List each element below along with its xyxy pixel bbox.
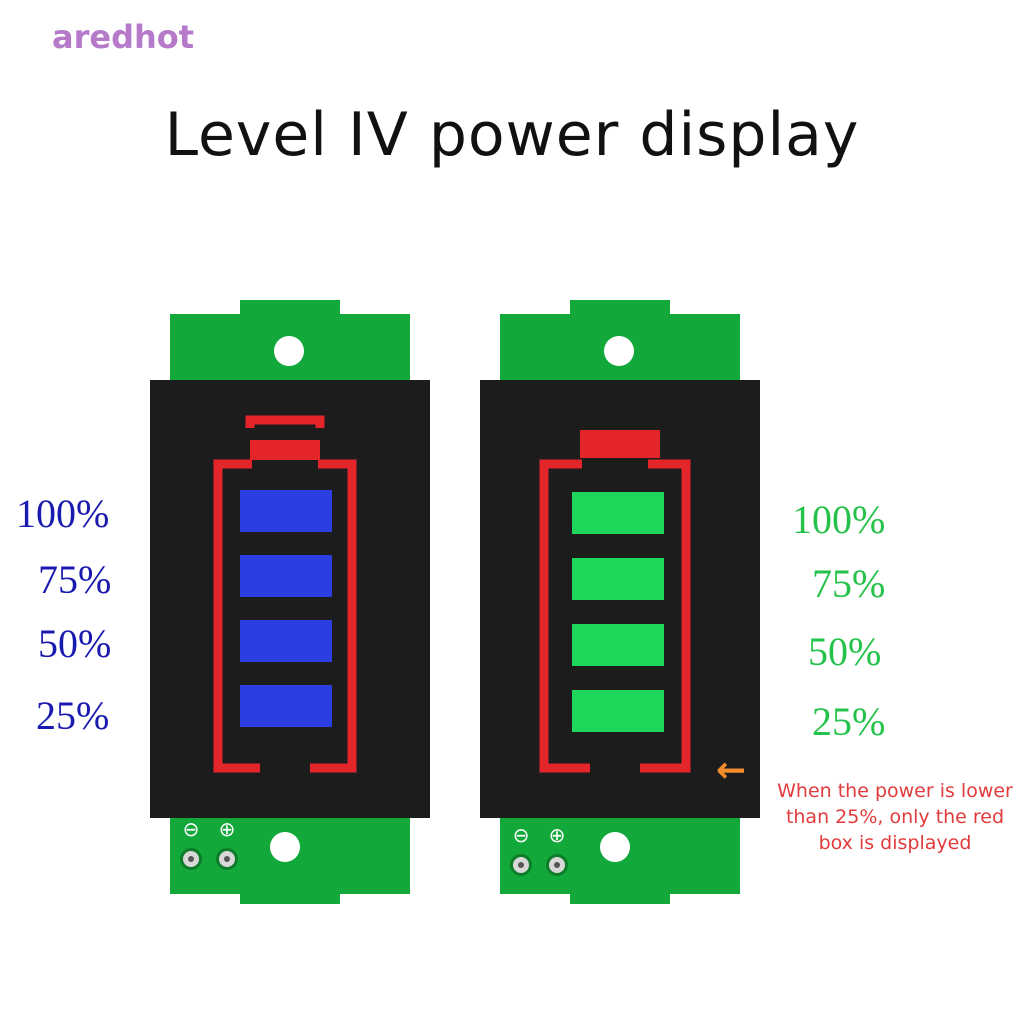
battery-indicator-module-blue: ⊖ ⊕: [150, 300, 430, 920]
page-title: Level IV power display: [164, 100, 860, 170]
mounting-hole-bottom: [270, 832, 300, 862]
battery-right-bracket: [310, 459, 357, 773]
battery-terminal: [245, 415, 325, 428]
negative-terminal-icon: ⊖: [512, 823, 530, 847]
mounting-hole-bottom: [600, 832, 630, 862]
level-bar-75: [240, 555, 332, 597]
solder-pad-positive: [216, 848, 238, 870]
solder-pad-negative: [510, 854, 532, 876]
pcb-bottom-notch: [240, 870, 340, 904]
level-bar-25: [572, 690, 664, 732]
note-arrow-icon: ←: [716, 750, 747, 791]
battery-left-bracket: [539, 459, 590, 773]
positive-terminal-icon: ⊕: [218, 817, 236, 841]
level-bar-75: [572, 558, 664, 600]
battery-right-bracket: [640, 459, 691, 773]
mounting-hole-top: [274, 336, 304, 366]
pcb-top-notch: [570, 300, 670, 330]
low-power-note: When the power is lower than 25%, only t…: [777, 780, 1013, 854]
battery-cap: [250, 440, 320, 460]
solder-pad-positive: [546, 854, 568, 876]
level-bar-100: [240, 490, 332, 532]
solder-pad-negative: [180, 848, 202, 870]
right-label-50: 50%: [808, 629, 882, 674]
left-label-50: 50%: [38, 621, 112, 666]
pcb-bottom-notch: [570, 870, 670, 904]
negative-terminal-icon: ⊖: [182, 817, 200, 841]
level-bar-100: [572, 492, 664, 534]
level-bar-50: [572, 624, 664, 666]
battery-outline-icon: [539, 430, 691, 773]
battery-outline-icon: [213, 415, 357, 773]
level-bar-25: [240, 685, 332, 727]
battery-cap: [580, 430, 660, 458]
left-label-100: 100%: [16, 491, 110, 536]
right-label-25: 25%: [812, 699, 886, 744]
battery-indicator-module-green: ⊖ ⊕: [480, 300, 760, 920]
left-label-25: 25%: [36, 693, 110, 738]
pcb-top-notch: [240, 300, 340, 330]
left-label-75: 75%: [38, 557, 112, 602]
watermark: aredhot: [52, 18, 195, 56]
right-label-100: 100%: [792, 497, 886, 542]
level-bar-50: [240, 620, 332, 662]
positive-terminal-icon: ⊕: [548, 823, 566, 847]
right-label-75: 75%: [812, 561, 886, 606]
battery-left-bracket: [213, 459, 260, 773]
mounting-hole-top: [604, 336, 634, 366]
